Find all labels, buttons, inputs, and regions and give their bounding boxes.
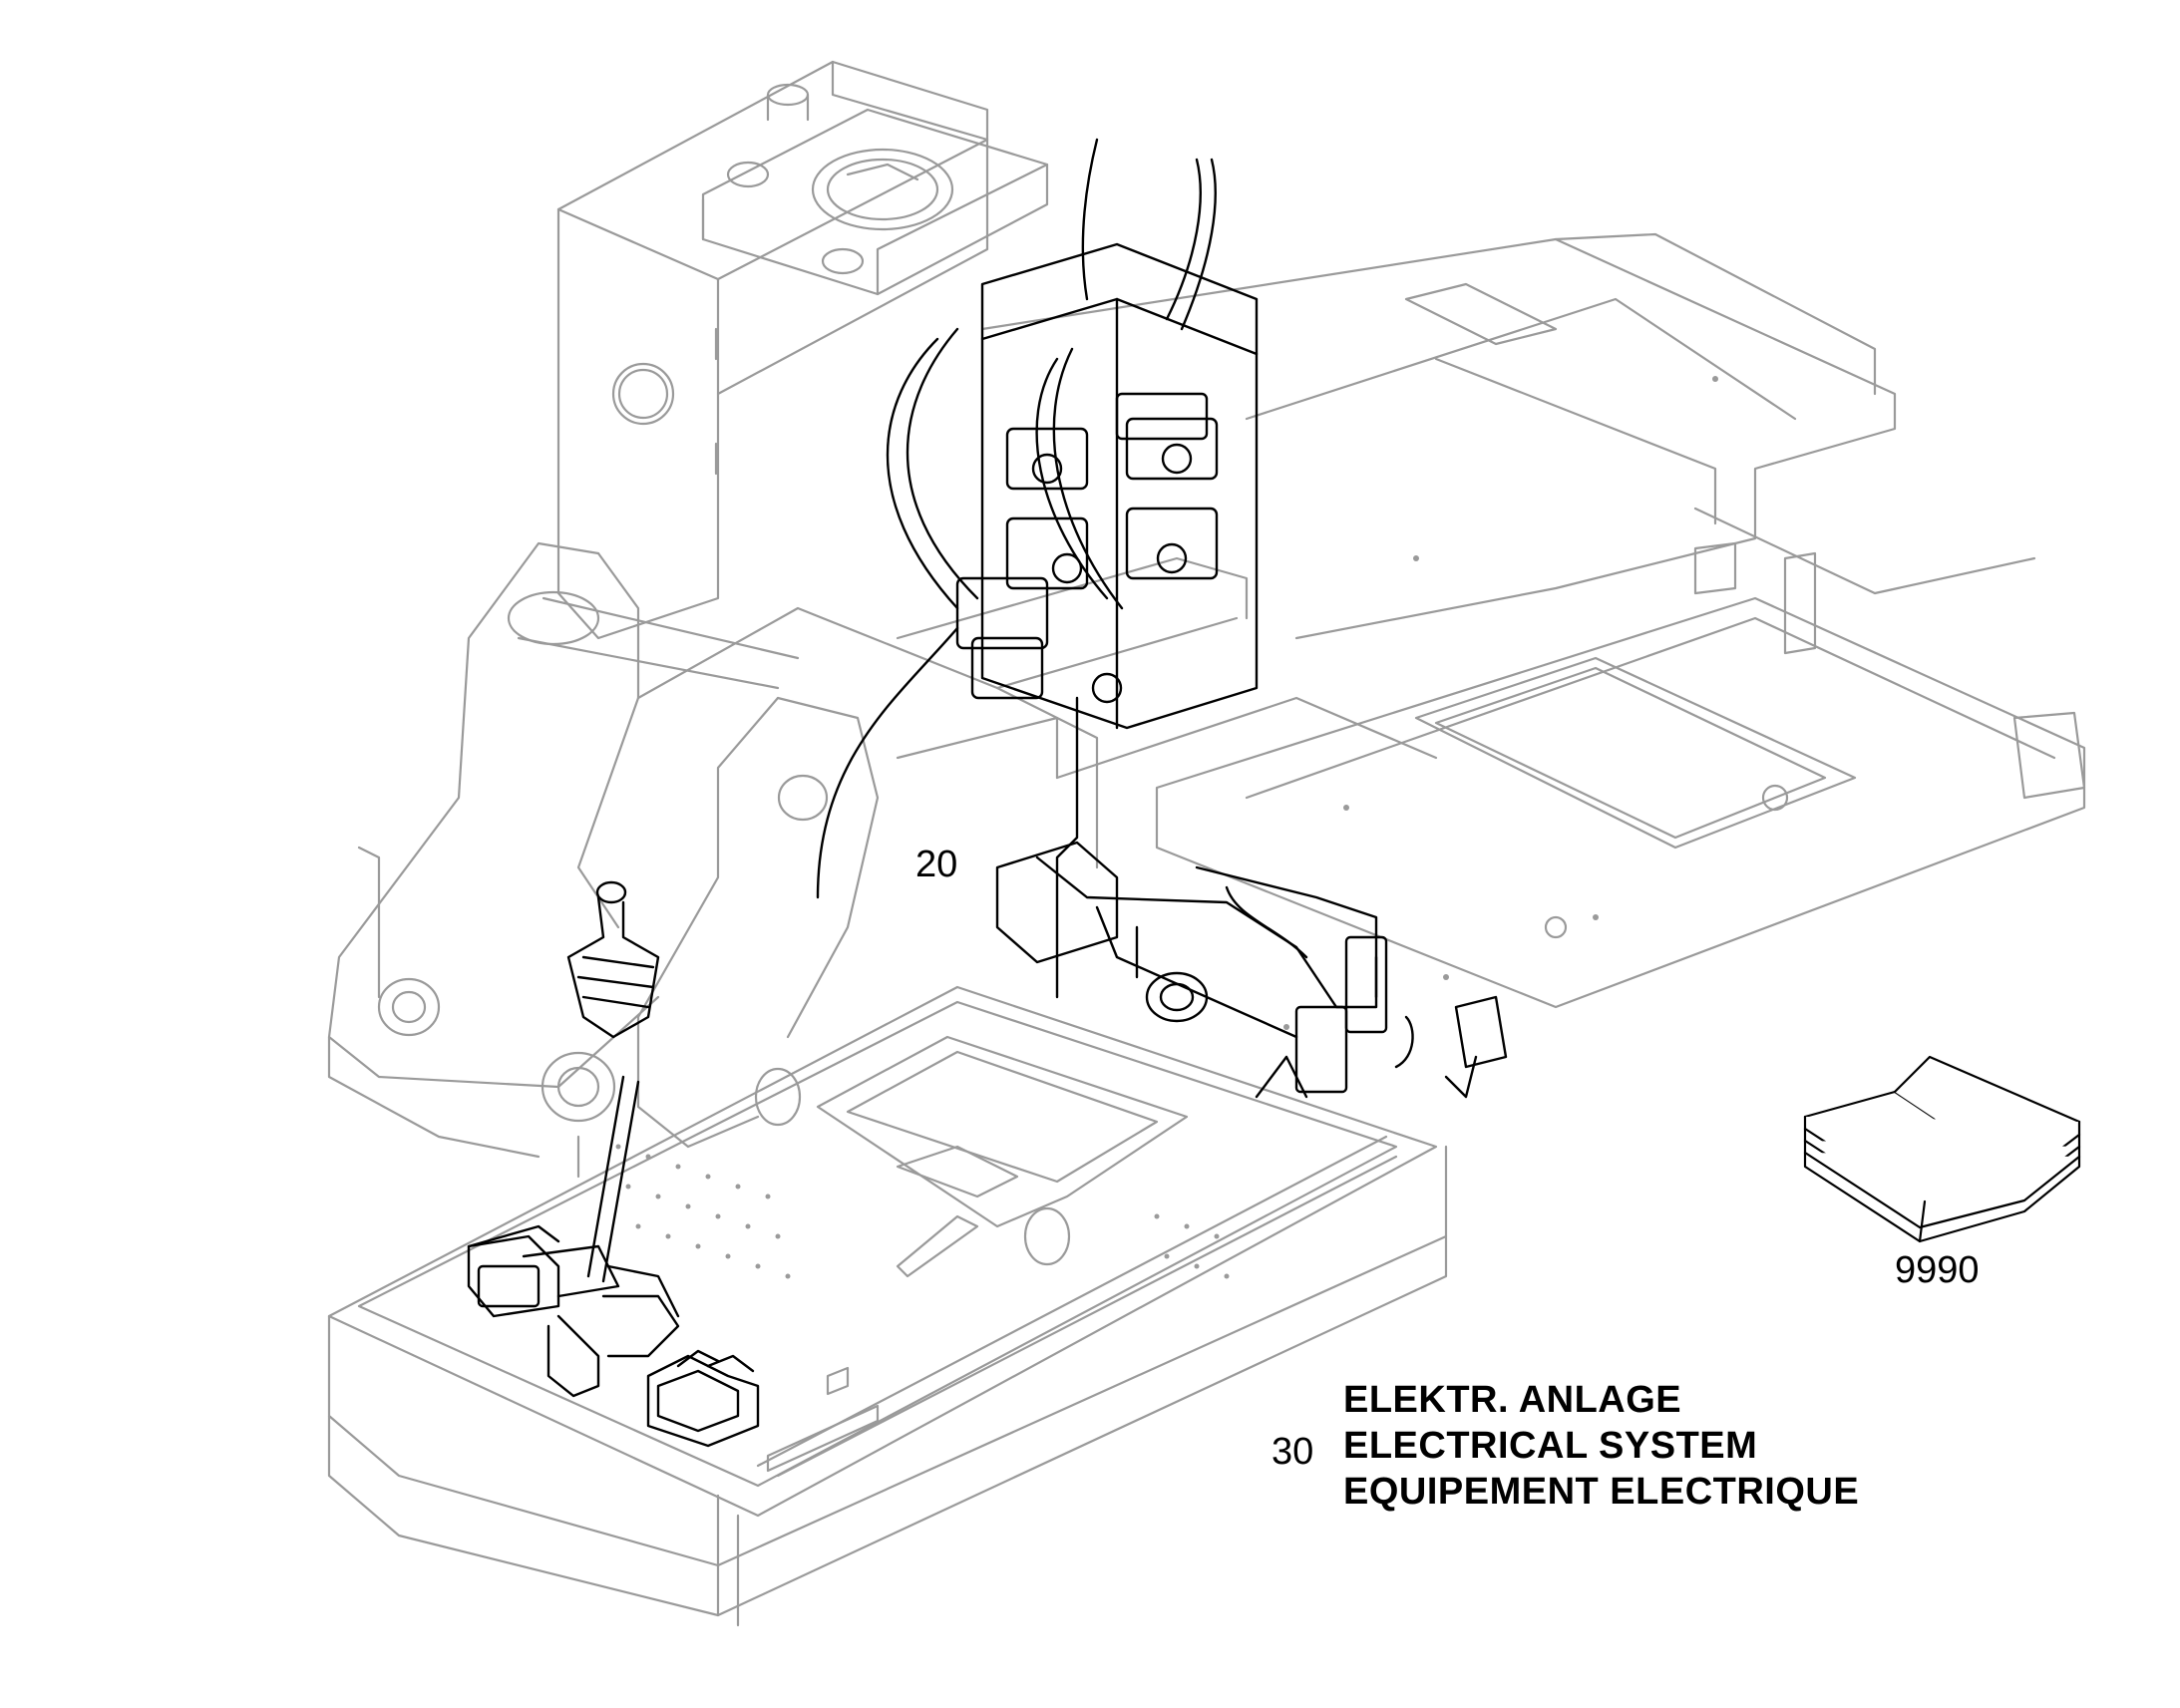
platform-holes [615, 376, 1718, 1279]
highlighted-electrical-parts [467, 138, 1508, 1448]
section-title-en: ELECTRICAL SYSTEM [1343, 1425, 1758, 1467]
section-title-fr: EQUIPEMENT ELECTRIQUE [1343, 1471, 1860, 1513]
callout-item-30: 30 [1272, 1431, 1314, 1473]
callout-item-20: 20 [915, 844, 958, 885]
section-title-de: ELEKTR. ANLAGE [1343, 1379, 1682, 1421]
machine-frame-outline [327, 60, 2086, 1627]
callout-item-9990: 9990 [1895, 1249, 1980, 1291]
open-book-icon [1803, 1055, 2081, 1243]
